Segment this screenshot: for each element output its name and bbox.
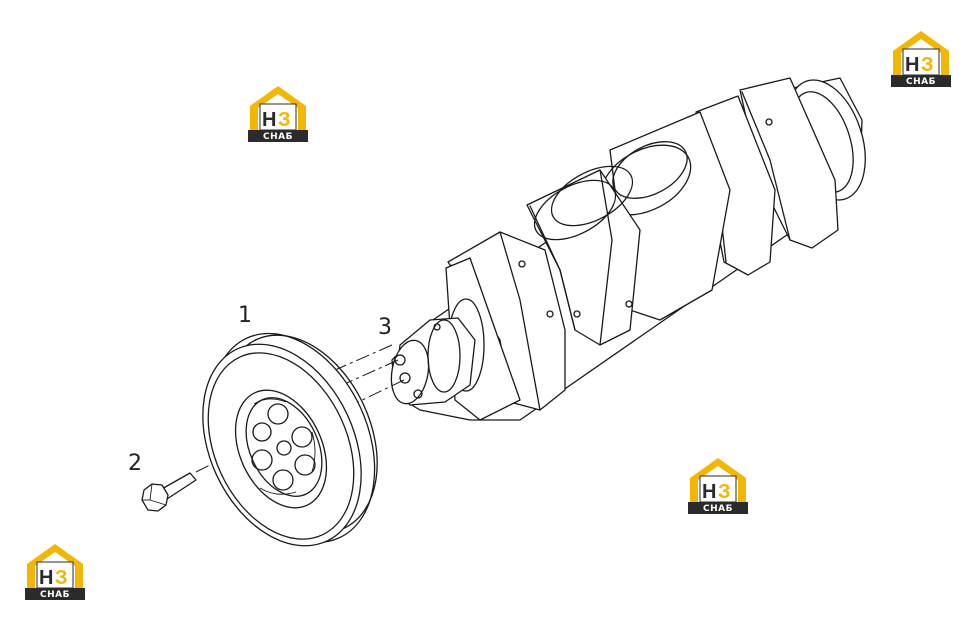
logo-band-text: СНАБ xyxy=(703,504,733,514)
callout-3: 3 xyxy=(378,315,392,340)
crankshaft xyxy=(390,77,866,421)
logo-band-text: СНАБ xyxy=(906,77,936,87)
logo-band-text: СНАБ xyxy=(263,132,293,142)
logo-letter-3: З xyxy=(921,54,934,76)
logo-watermark: H З СНАБ xyxy=(24,543,86,601)
crankshaft-pulley xyxy=(202,332,378,547)
callout-2: 2 xyxy=(128,451,142,476)
logo-letter-h: H xyxy=(905,54,919,76)
logo-letter-h: H xyxy=(262,109,276,131)
logo-letter-3: З xyxy=(55,567,68,589)
logo-band-text: СНАБ xyxy=(40,590,70,600)
logo-watermark: H З СНАБ xyxy=(890,30,952,88)
callout-1: 1 xyxy=(238,303,252,328)
pulley-bolt xyxy=(141,472,197,512)
logo-watermark: H З СНАБ xyxy=(247,85,309,143)
logo-watermark: H З СНАБ xyxy=(687,457,749,515)
logo-letter-3: З xyxy=(278,109,291,131)
logo-letter-h: H xyxy=(702,481,716,503)
logo-letter-3: З xyxy=(718,481,731,503)
logo-letter-h: H xyxy=(39,567,53,589)
